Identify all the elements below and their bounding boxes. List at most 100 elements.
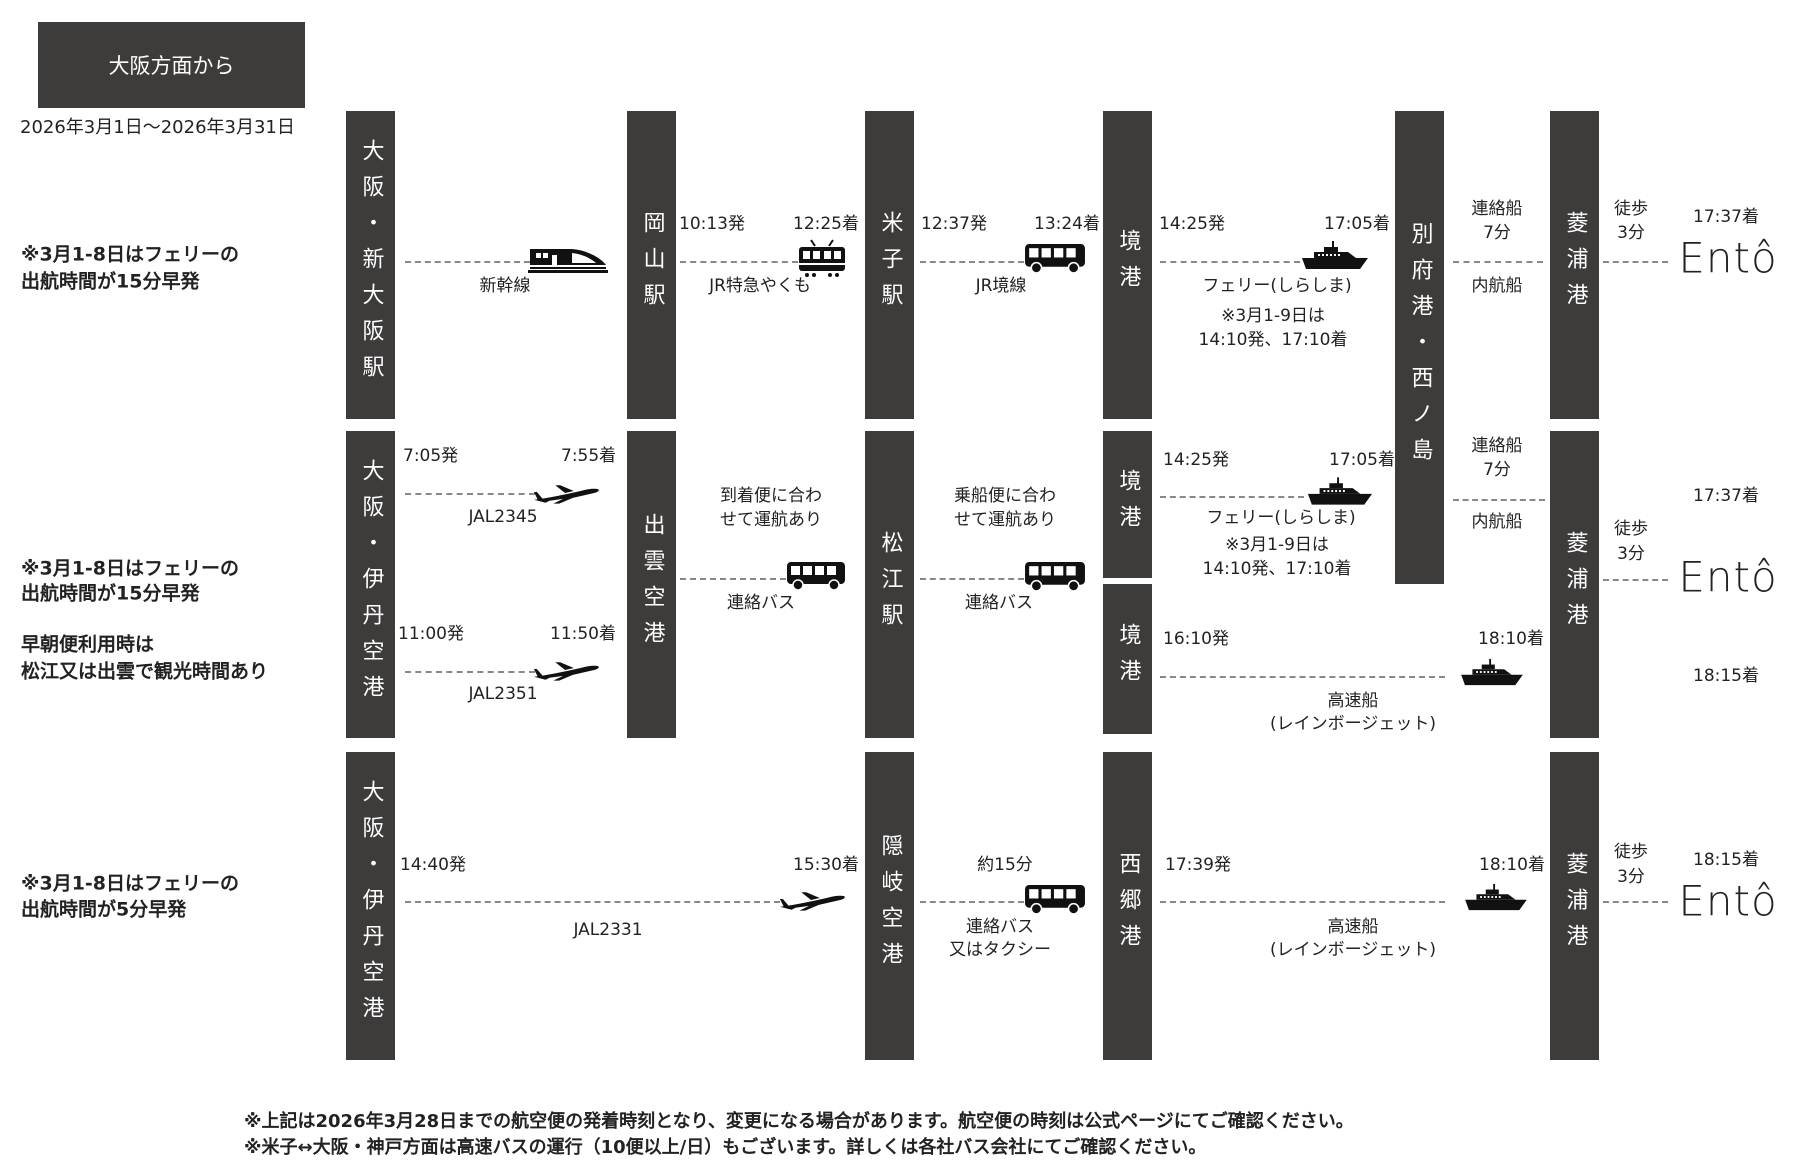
route-label: 又はタクシー xyxy=(949,939,1051,960)
station-label: 出雲空港 xyxy=(639,512,665,657)
arrival-time: 15:30着 xyxy=(793,854,859,875)
arrival-time: 18:15着 xyxy=(1693,665,1759,686)
ferry-note: ※3月1-9日は xyxy=(1225,534,1329,555)
ferry-note: 14:10発、17:10着 xyxy=(1198,329,1348,350)
bus-icon xyxy=(1024,243,1086,274)
shuttle-label: 連絡船 xyxy=(1471,198,1523,219)
airplane-icon xyxy=(778,888,846,912)
departure-time: 14:25発 xyxy=(1159,213,1225,234)
route-label: (レインボージェット) xyxy=(1270,713,1436,734)
walk-time: 3分 xyxy=(1617,543,1645,564)
station-label: 隠岐空港 xyxy=(877,834,903,978)
route-line xyxy=(920,578,1024,580)
station-label: 西郷港 xyxy=(1115,852,1141,960)
flight-number: JAL2331 xyxy=(573,919,643,940)
station-yonago: 米子駅 xyxy=(865,111,914,419)
route-line xyxy=(1453,499,1545,501)
route-line xyxy=(405,493,535,495)
route-label: 内航船 xyxy=(1471,275,1523,296)
walk-time: 3分 xyxy=(1617,866,1645,887)
route-label: フェリー(しらしま) xyxy=(1202,275,1352,296)
station-label: 境港 xyxy=(1115,623,1141,695)
station-label: 菱浦港 xyxy=(1562,852,1588,960)
ship-icon xyxy=(1306,476,1374,506)
walk-label: 徒歩 xyxy=(1614,841,1648,862)
station-matsue: 松江駅 xyxy=(865,431,914,738)
arrival-time: 11:50着 xyxy=(550,623,616,644)
departure-time: 14:40発 xyxy=(400,854,466,875)
arrival-time: 17:37着 xyxy=(1693,485,1759,506)
ferry-note: ※3月1-9日は xyxy=(1221,305,1325,326)
row3-note: ※3月1-8日はフェリーの xyxy=(21,872,240,895)
route-line xyxy=(920,901,1024,903)
footer-note: ※米子↔大阪・神戸方面は高速バスの運行（10便以上/日）もございます。詳しくは各… xyxy=(244,1137,1207,1158)
station-label: 米子駅 xyxy=(877,211,903,319)
arrival-time: 17:05着 xyxy=(1324,213,1390,234)
ship-icon xyxy=(1300,240,1370,270)
route-label: (レインボージェット) xyxy=(1270,939,1436,960)
ento-logo: Entô xyxy=(1678,552,1778,602)
departure-time: 14:25発 xyxy=(1163,449,1229,470)
station-sakaiminato-3: 境港 xyxy=(1103,584,1152,734)
departure-time: 16:10発 xyxy=(1163,628,1229,649)
route-line xyxy=(680,261,798,263)
departure-time: 17:39発 xyxy=(1165,854,1231,875)
station-sakaiminato: 境港 xyxy=(1103,111,1152,419)
station-saigo: 西郷港 xyxy=(1103,752,1152,1060)
station-hishiura-2: 菱浦港 xyxy=(1550,431,1599,738)
row3-note: 出航時間が5分早発 xyxy=(21,898,187,921)
route-line xyxy=(1160,901,1445,903)
shuttle-time: 7分 xyxy=(1483,222,1511,243)
shinkansen-icon xyxy=(528,247,608,273)
station-label: 大阪・伊丹空港 xyxy=(358,780,384,1032)
route-label: JR特急やくも xyxy=(709,275,811,296)
walk-time: 3分 xyxy=(1617,222,1645,243)
bus-note: せて運航あり xyxy=(720,509,822,530)
station-okayama: 岡山駅 xyxy=(627,111,676,419)
arrival-time: 18:10着 xyxy=(1479,854,1545,875)
station-oki-airport: 隠岐空港 xyxy=(865,752,914,1060)
departure-time: 11:00発 xyxy=(398,623,464,644)
route-line xyxy=(1160,496,1304,498)
row2-note: 早朝便利用時は xyxy=(21,633,155,656)
route-label: 高速船 xyxy=(1327,690,1379,711)
route-line xyxy=(920,261,1024,263)
arrival-time: 18:10着 xyxy=(1478,628,1544,649)
bus-icon xyxy=(1024,884,1086,915)
shuttle-label: 連絡船 xyxy=(1471,435,1523,456)
station-label: 境港 xyxy=(1115,468,1141,541)
station-label: 大阪・伊丹空港 xyxy=(358,458,384,711)
flight-number: JAL2351 xyxy=(468,683,538,704)
section-title: 大阪方面から xyxy=(38,22,305,108)
departure-time: 7:05発 xyxy=(403,445,459,466)
station-shin-osaka: 大阪・新大阪駅 xyxy=(346,111,395,419)
train-icon xyxy=(797,238,847,280)
station-label: 菱浦港 xyxy=(1562,211,1588,319)
arrival-time: 7:55着 xyxy=(561,445,617,466)
shuttle-time: 7分 xyxy=(1483,459,1511,480)
route-line xyxy=(405,671,535,673)
station-itami: 大阪・伊丹空港 xyxy=(346,431,395,738)
arrival-time: 18:15着 xyxy=(1693,849,1759,870)
route-label: 内航船 xyxy=(1471,511,1523,532)
arrival-time: 17:37着 xyxy=(1693,206,1759,227)
station-label: 菱浦港 xyxy=(1562,530,1588,639)
ferry-note: 14:10発、17:10着 xyxy=(1202,558,1352,579)
flight-number: JAL2345 xyxy=(468,506,538,527)
station-izumo-airport: 出雲空港 xyxy=(627,431,676,738)
row2-note: ※3月1-8日はフェリーの xyxy=(21,557,240,580)
station-hishiura: 菱浦港 xyxy=(1550,111,1599,419)
station-label: 別府港・西ノ島 xyxy=(1407,221,1433,474)
bus-icon xyxy=(786,561,846,591)
airplane-icon xyxy=(532,658,600,682)
bus-note: 乗船便に合わ xyxy=(954,485,1056,506)
route-label: 連絡バス xyxy=(727,592,795,613)
row1-note: 出航時間が15分早発 xyxy=(21,270,200,293)
bus-time: 約15分 xyxy=(977,854,1033,875)
bus-note: せて運航あり xyxy=(954,509,1056,530)
row1-note: ※3月1-8日はフェリーの xyxy=(21,243,240,266)
station-label: 岡山駅 xyxy=(639,211,665,319)
route-line xyxy=(405,261,530,263)
route-label: JR境線 xyxy=(975,275,1027,296)
departure-time: 12:37発 xyxy=(921,213,987,234)
